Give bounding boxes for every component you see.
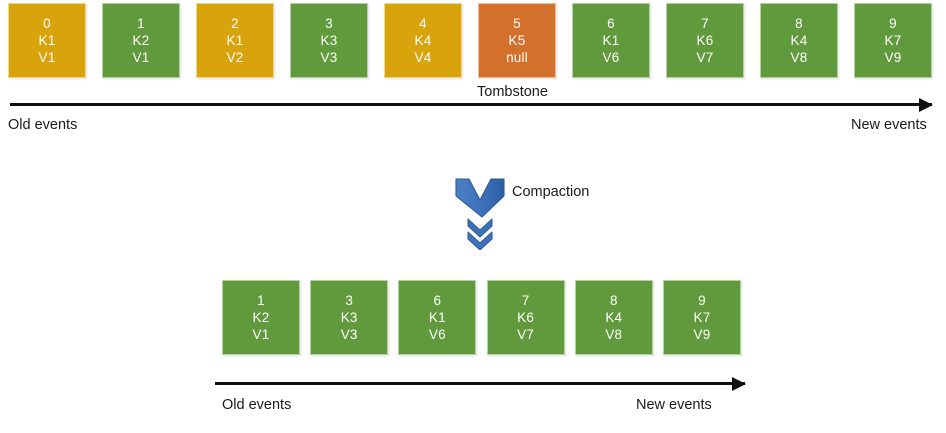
event-offset: 2: [231, 16, 239, 31]
event-value: V8: [605, 327, 623, 342]
event-value: V6: [602, 50, 620, 65]
event-value: V2: [226, 50, 244, 65]
event-offset: 9: [698, 293, 706, 308]
event-offset: 3: [325, 16, 333, 31]
event-key: K4: [414, 33, 432, 48]
event-value: V3: [340, 327, 358, 342]
event-offset: 6: [607, 16, 615, 31]
event-offset: 6: [433, 293, 442, 308]
bottom-axis-arrowhead: [732, 376, 746, 391]
event-value: V9: [884, 50, 902, 65]
tombstone-label: Tombstone: [477, 84, 548, 100]
event-key: K1: [428, 310, 446, 325]
event-key: K4: [790, 33, 808, 48]
event-value: V4: [414, 50, 432, 65]
bottom-timeline-axis: [215, 376, 746, 391]
event-offset: 7: [521, 293, 530, 308]
top-timeline-axis: [10, 97, 933, 112]
compaction-arrow: [452, 176, 514, 250]
event-offset: 1: [257, 293, 265, 308]
event-value: V1: [38, 50, 56, 65]
event-key: K3: [340, 310, 358, 325]
event-value: V7: [696, 50, 714, 65]
event-key: K6: [696, 33, 714, 48]
event-value: V8: [790, 50, 808, 65]
event-value: V1: [132, 50, 150, 65]
event-value: V1: [252, 327, 270, 342]
event-key: K1: [602, 33, 620, 48]
event-offset: 4: [419, 16, 427, 31]
event-key: K6: [517, 310, 535, 325]
event-key: K7: [884, 33, 902, 48]
top-axis-arrowhead: [919, 97, 933, 112]
event-key: K2: [252, 310, 270, 325]
bottom-new-events-label: New events: [636, 397, 712, 413]
event-value: V7: [517, 327, 535, 342]
event-value: V9: [693, 327, 711, 342]
event-value: V3: [320, 50, 338, 65]
event-offset: 8: [609, 293, 618, 308]
event-offset: 1: [137, 16, 145, 31]
event-key: K1: [226, 33, 244, 48]
top-old-events-label: Old events: [8, 117, 78, 133]
event-key: K4: [605, 310, 623, 325]
event-offset: 0: [43, 16, 51, 31]
event-offset: 5: [513, 16, 521, 31]
event-key: K2: [132, 33, 150, 48]
event-key: K5: [508, 33, 526, 48]
event-key: K1: [38, 33, 56, 48]
event-offset: 3: [345, 293, 354, 308]
event-offset: 8: [795, 16, 803, 31]
top-new-events-label: New events: [851, 117, 927, 133]
event-offset: 9: [889, 16, 897, 31]
event-key: K3: [320, 33, 338, 48]
event-offset: 7: [701, 16, 709, 31]
compaction-label: Compaction: [512, 184, 590, 200]
bottom-old-events-label: Old events: [222, 397, 292, 413]
event-value: null: [506, 50, 528, 65]
event-value: V6: [428, 327, 446, 342]
event-key: K7: [693, 310, 711, 325]
compaction-chevron-icon: [455, 178, 505, 250]
